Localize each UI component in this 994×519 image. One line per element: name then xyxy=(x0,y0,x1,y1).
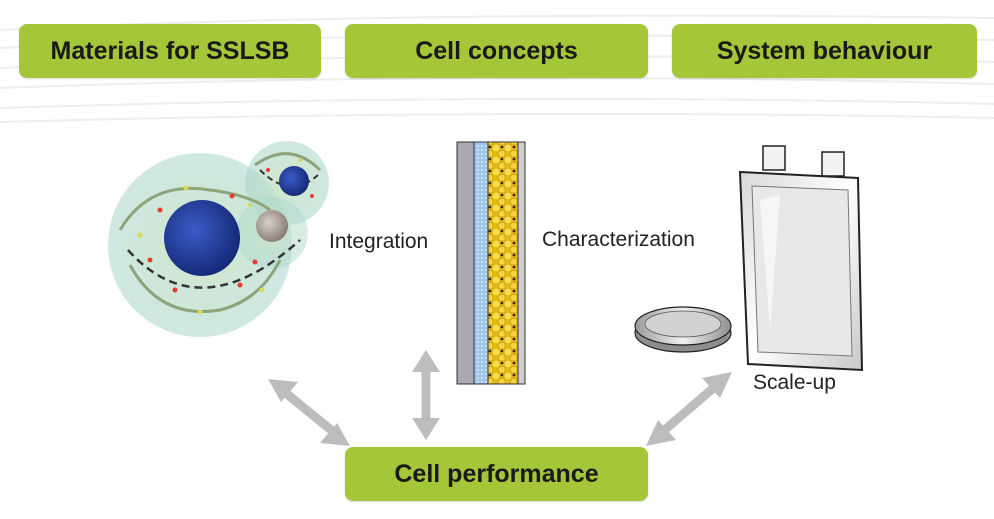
materials-header-text: Materials for SSLSB xyxy=(50,36,290,65)
integration-label: Integration xyxy=(329,230,429,253)
scale-up-label: Scale-up xyxy=(753,371,836,394)
materials-header-box: Materials for SSLSB xyxy=(19,24,321,78)
cell-performance-box: Cell performance xyxy=(345,447,648,501)
cell-performance-text: Cell performance xyxy=(394,459,599,488)
characterization-label: Characterization xyxy=(542,228,695,251)
system-behaviour-header-box: System behaviour xyxy=(672,24,977,78)
arrow-cell-to-performance xyxy=(412,350,440,440)
cell-concepts-header-text: Cell concepts xyxy=(415,36,578,65)
system-behaviour-header-text: System behaviour xyxy=(716,36,933,65)
arrow-system-to-performance xyxy=(646,372,732,446)
cell-layer-cross-section xyxy=(456,141,526,385)
coin-cell-icon xyxy=(634,306,732,353)
molecular-particle-illustration xyxy=(108,141,329,337)
arrow-materials-to-performance xyxy=(268,379,350,446)
pouch-cell-icon xyxy=(738,145,864,372)
cell-concepts-header-box: Cell concepts xyxy=(345,24,648,78)
